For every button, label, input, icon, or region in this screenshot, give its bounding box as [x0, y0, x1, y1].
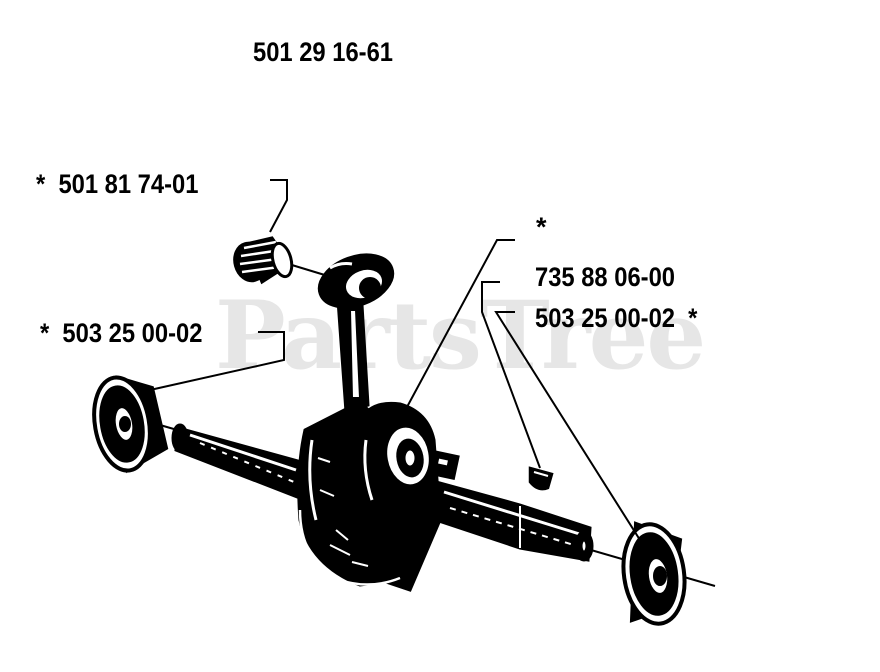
right-ball-bearing-label: 503 25 00-02 *: [535, 304, 698, 334]
needle-bearing-label: * 501 81 74-01: [36, 170, 198, 200]
leader-lines: [149, 179, 641, 541]
watermark-text: PartsTree: [215, 281, 704, 391]
key-leader: [481, 281, 541, 469]
asterisk-note-label: *: [536, 212, 547, 242]
left-ball-bearing-part: [92, 375, 169, 474]
asterisk-leader: [399, 239, 515, 421]
left-bearing-leader: [149, 331, 285, 391]
right-ball-bearing-part: [621, 521, 687, 626]
right-bearing-leader: [494, 311, 641, 541]
needle-bearing-part: [233, 236, 294, 285]
key-part-label: 735 88 06-00: [535, 263, 675, 293]
left-ball-bearing-label: * 503 25 00-02: [40, 319, 202, 349]
assembly-number-label: 501 29 16-61: [253, 38, 393, 68]
crankshaft-part: [171, 400, 594, 592]
connecting-rod-part: [317, 253, 395, 415]
needle-bearing-leader: [269, 179, 288, 233]
woodruff-key-part: [528, 466, 554, 491]
